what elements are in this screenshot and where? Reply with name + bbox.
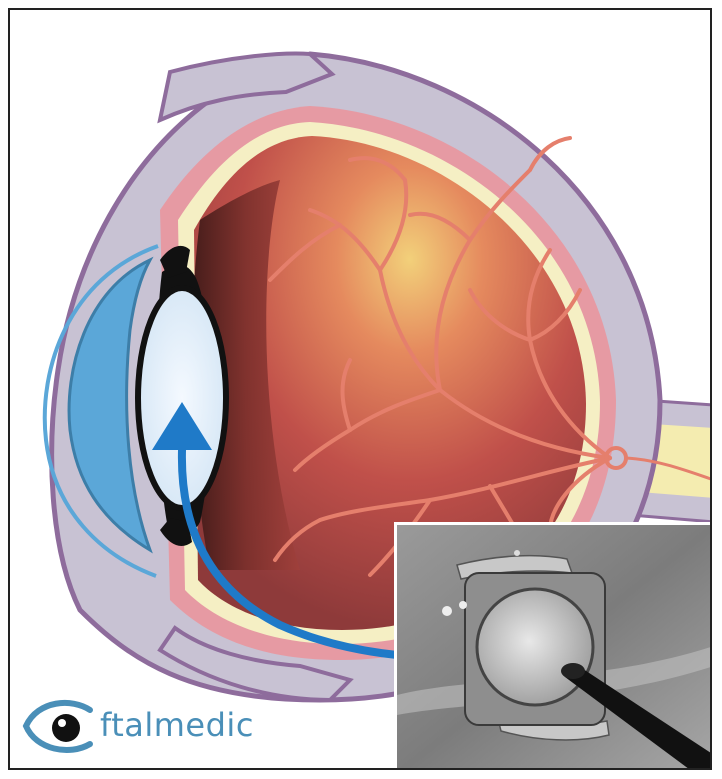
intraocular-lens-photo: [394, 522, 712, 770]
ftalmedic-logo: ftalmedic: [20, 698, 280, 758]
eye-icon: [20, 698, 100, 758]
logo-text: ftalmedic: [100, 706, 254, 744]
figure-frame: ftalmedic: [8, 8, 712, 770]
